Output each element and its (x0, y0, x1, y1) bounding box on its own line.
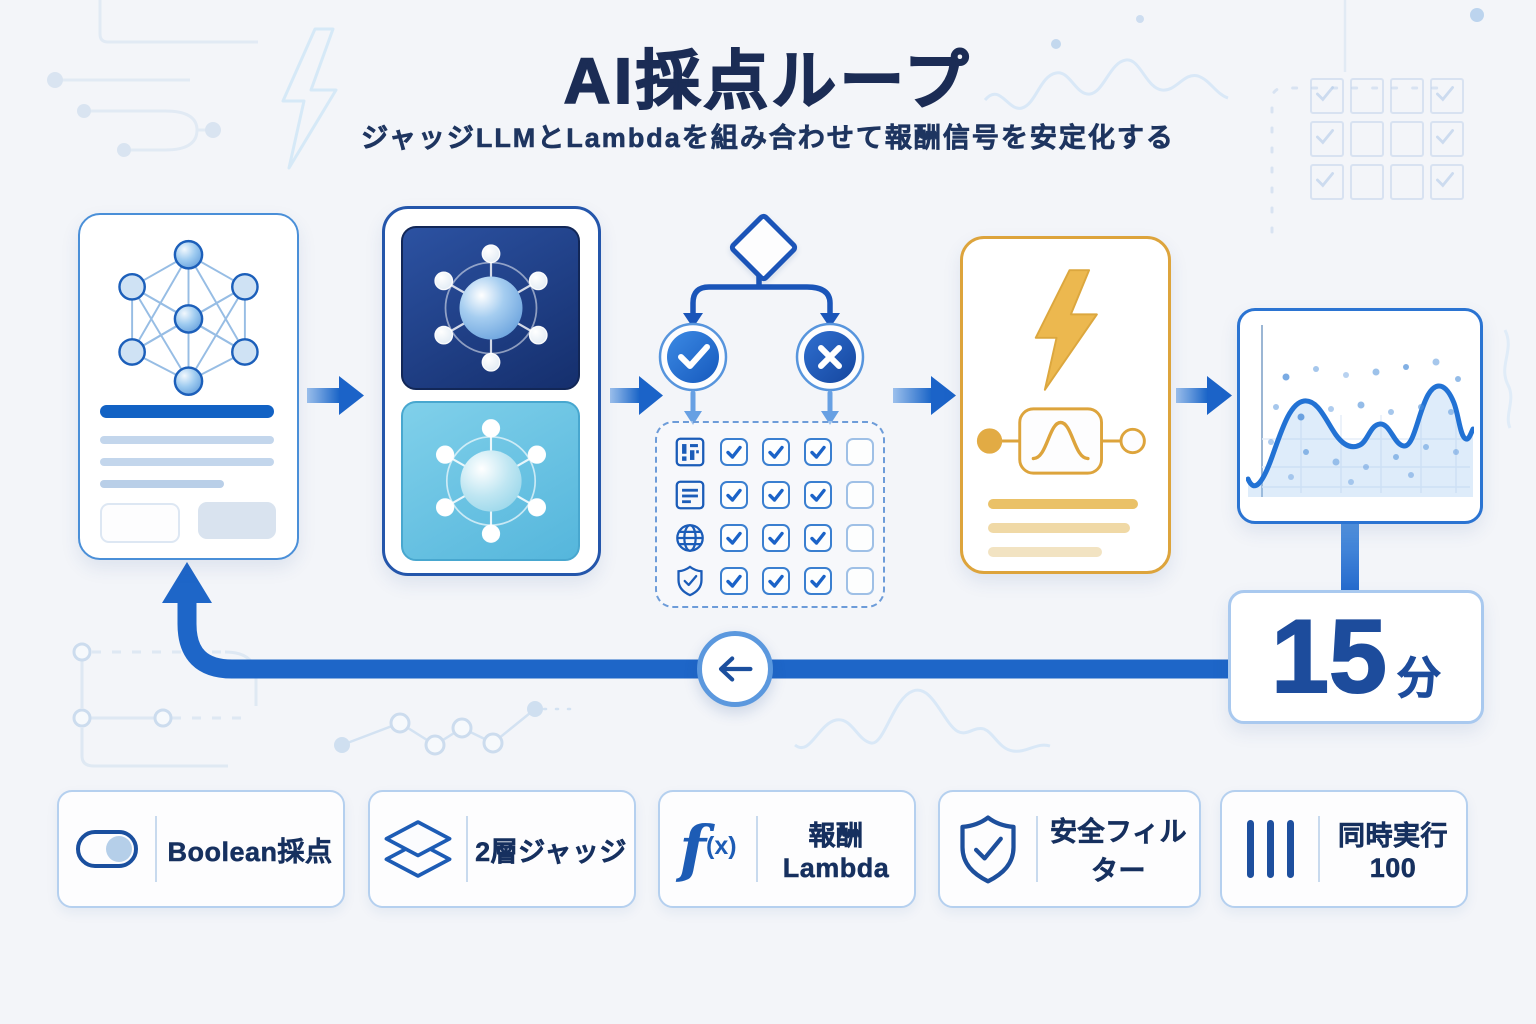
dashboard-icon (673, 435, 707, 469)
bg-checkbox (1430, 78, 1464, 114)
decision-diamond-icon (727, 211, 800, 284)
checkbox-checked[interactable] (720, 524, 748, 552)
bg-node-chart-icon (334, 701, 578, 756)
divider (155, 816, 157, 882)
bg-checkbox (1390, 164, 1424, 200)
checklist-row (673, 478, 883, 512)
legend-card-boolean: Boolean採点 (57, 790, 345, 908)
bg-checkbox (1310, 121, 1344, 157)
bg-checkbox (1430, 164, 1464, 200)
checkbox-empty[interactable] (846, 438, 874, 466)
checklist-row (673, 521, 883, 555)
bg-checkbox (1430, 121, 1464, 157)
checkbox-checked[interactable] (720, 438, 748, 466)
bg-checkbox-grid (1310, 78, 1470, 200)
text-bar (100, 480, 224, 488)
text-bar (100, 436, 274, 444)
checkbox-checked[interactable] (804, 524, 832, 552)
text-bar (988, 523, 1130, 533)
bg-checkbox (1390, 121, 1424, 157)
legend-card-concurrency: 同時実行100 (1220, 790, 1468, 908)
checkbox-checked[interactable] (762, 567, 790, 595)
text-bar (988, 499, 1138, 509)
judge-models-card (382, 206, 601, 576)
legend-card-safety: 安全フィルター (938, 790, 1201, 908)
bg-checkbox (1350, 78, 1384, 114)
legend-label: 安全フィルター (1050, 817, 1187, 887)
checkbox-checked[interactable] (804, 438, 832, 466)
cycle-time-unit: 分 (1396, 654, 1441, 704)
divider (1318, 816, 1320, 882)
reward-signal-chart (1246, 325, 1474, 497)
criteria-checklist (655, 421, 885, 608)
bg-checkbox (1350, 164, 1384, 200)
legend-label: 報酬Lambda (782, 821, 890, 884)
filled-button[interactable] (198, 502, 276, 539)
concurrency-icon (1222, 820, 1318, 878)
arrow-left-icon (718, 656, 753, 682)
legend-label: 同時実行100 (1338, 821, 1448, 884)
legend-label: Boolean採点 (167, 836, 333, 867)
checklist-row (673, 564, 883, 598)
judge-model-primary (401, 226, 580, 390)
bg-checkbox (1310, 164, 1344, 200)
toggle-icon[interactable] (76, 830, 138, 868)
bg-checkbox (1350, 121, 1384, 157)
ghost-button[interactable] (100, 503, 180, 543)
checkbox-checked[interactable] (804, 481, 832, 509)
lightning-bolt-icon (1034, 269, 1098, 391)
orbital-model-icon (435, 419, 546, 543)
legend-card-lambda: f (x) 報酬Lambda (658, 790, 916, 908)
legend-card-two-layer: 2層ジャッジ (368, 790, 636, 908)
checkbox-cells (720, 567, 874, 595)
pulse-filter-icon (976, 407, 1146, 475)
divider (1036, 816, 1038, 882)
checkbox-cells (720, 481, 874, 509)
cycle-time-box: 15 分 (1228, 590, 1484, 724)
checkbox-empty[interactable] (846, 481, 874, 509)
checkbox-empty[interactable] (846, 567, 874, 595)
pass-circle-icon (658, 322, 728, 392)
text-bar (100, 458, 274, 466)
bg-checkbox (1310, 78, 1344, 114)
layers-icon (370, 814, 466, 884)
text-bar-primary (100, 405, 274, 418)
fx-icon: f (x) (660, 812, 756, 886)
divider (466, 816, 468, 882)
reward-lambda-card (960, 236, 1171, 574)
checkbox-checked[interactable] (804, 567, 832, 595)
cycle-time-value: 15 (1270, 599, 1388, 715)
checklist-row (673, 435, 883, 469)
divider (756, 816, 758, 882)
checkbox-cells (720, 524, 874, 552)
checkbox-checked[interactable] (720, 481, 748, 509)
shield-check-icon (940, 812, 1036, 886)
checkbox-checked[interactable] (762, 481, 790, 509)
page-subtitle: ジャッジLLMとLambdaを組み合わせて報酬信号を安定化する (361, 123, 1175, 154)
bg-checkbox (1390, 78, 1424, 114)
checkbox-checked[interactable] (762, 524, 790, 552)
legend-label: 2層ジャッジ (475, 836, 627, 867)
neural-network-icon (118, 239, 259, 396)
document-icon (673, 478, 707, 512)
time-connector (1341, 512, 1359, 594)
input-model-card (78, 213, 299, 560)
fx-sub: (x) (706, 832, 737, 861)
globe-icon (673, 521, 707, 555)
fx-f: f (679, 812, 707, 886)
judge-model-secondary (401, 401, 580, 561)
checkbox-checked[interactable] (762, 438, 790, 466)
checkbox-checked[interactable] (720, 567, 748, 595)
checkbox-empty[interactable] (846, 524, 874, 552)
metrics-chart-card (1237, 308, 1483, 524)
text-bar (988, 547, 1102, 557)
page-title: AI採点ループ (563, 44, 973, 118)
down-arrow-icon (690, 390, 833, 415)
loop-back-button[interactable] (697, 631, 773, 707)
orbital-model-icon (433, 244, 548, 372)
checkbox-cells (720, 438, 874, 466)
fail-circle-icon (795, 322, 865, 392)
shield-icon (673, 564, 707, 598)
